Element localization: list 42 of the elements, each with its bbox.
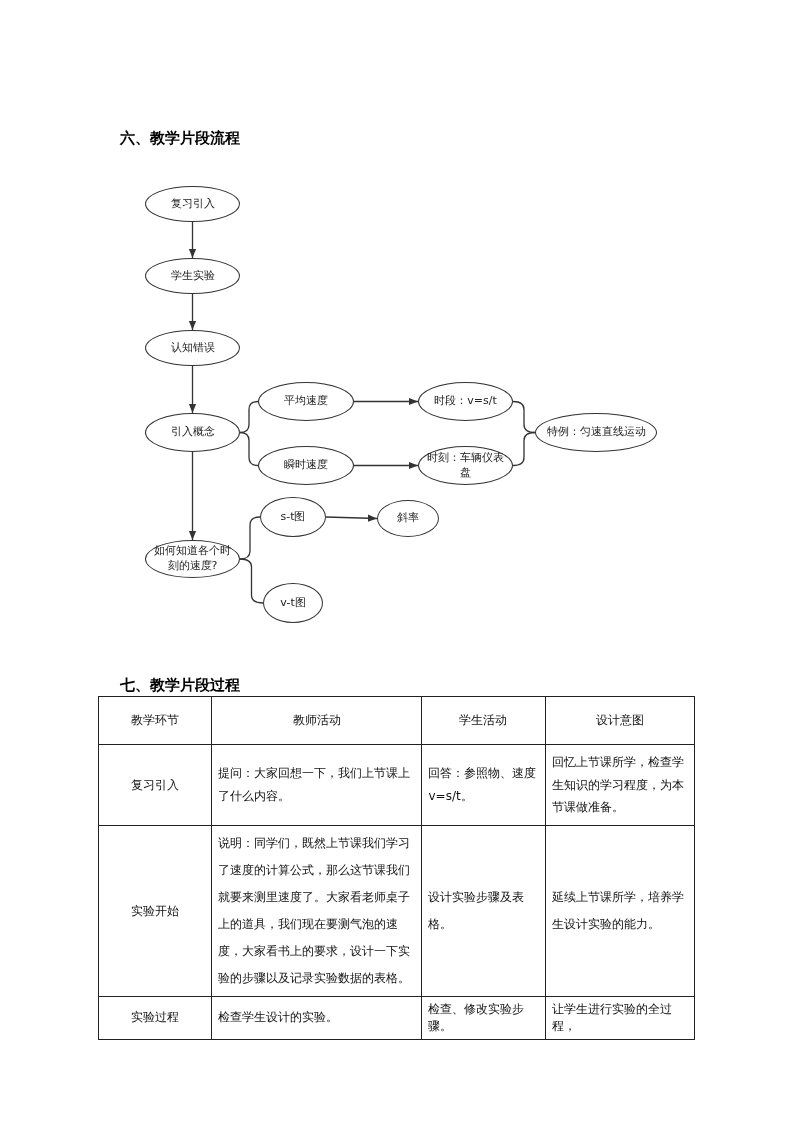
table-cell-text: 学生活动: [459, 713, 508, 728]
table-cell-text: 回答：参照物、速度v=s/t。: [428, 766, 537, 803]
node-label: v-t图: [280, 595, 306, 611]
node-label: 时段：v=s/t: [434, 394, 497, 409]
table-cell-text: 检查学生设计的实验。: [218, 1010, 339, 1025]
table-cell-text: 说明：同学们，既然上节课我们学习了速度的计算公式，那么这节课我们就要来测里速度了。大家看老师桌子上的道具，我们现在要测气泡的速度，大家看书上的要求，设计一下实验的步骤以及记录实验数据的表格。: [218, 836, 411, 985]
ellipse-node: [377, 500, 439, 537]
table-cell-text: 设计实验步骤及表格。: [428, 890, 525, 931]
arrow: [188, 451, 197, 541]
table-cell-text: 实验过程: [131, 1010, 180, 1025]
node-label: 斜率: [397, 511, 419, 526]
arrow: [353, 461, 419, 470]
arrow: [188, 221, 197, 259]
node-label: 引入概念: [170, 425, 215, 440]
node-label: s-t图: [280, 509, 306, 525]
arrow: [188, 293, 197, 331]
node-label: 如何知道各个时刻的速度?: [154, 544, 231, 574]
table-cell-text: 教师活动: [292, 713, 341, 728]
section-heading: 六、教学片段流程: [120, 129, 240, 148]
node-label: 复习引入: [170, 196, 215, 212]
table-cell-text: 延续上节课所学，培养学生设计实验的能力。: [551, 890, 684, 931]
section-heading: 七、教学片段过程: [120, 676, 240, 695]
node-label: 平均速度: [284, 394, 328, 409]
brace-connector: [239, 558, 264, 604]
node-label: 认知错误: [170, 340, 215, 356]
ellipse-node: [263, 583, 323, 623]
arrow: [353, 397, 419, 406]
table-cell-text: 复习引入: [131, 777, 180, 792]
table-cell-text: 检查、修改实验步骤。: [428, 1002, 525, 1033]
arrow: [188, 365, 197, 414]
node-label: 瞬时速度: [284, 458, 328, 473]
table-cell-text: 提问：大家回想一下，我们上节课上了什么内容。: [218, 766, 411, 803]
table-cell-text: 回忆上节课所学，检查学生知识的学习程度，为本节课做准备。: [551, 754, 684, 815]
table-cell-text: 实验开始: [131, 903, 180, 918]
table-cell-text: 让学生进行实验的全过程，: [551, 1002, 672, 1033]
arrow: [325, 514, 378, 522]
ellipse-node: [260, 497, 326, 537]
node-label: 特例：匀速直线运动: [546, 425, 646, 440]
table-cell-text: 教学环节: [131, 713, 180, 728]
node-label: 时刻：车辆仪表盘: [427, 450, 504, 481]
node-label: 学生实验: [170, 268, 215, 284]
table-cell-text: 设计意图: [595, 713, 644, 728]
